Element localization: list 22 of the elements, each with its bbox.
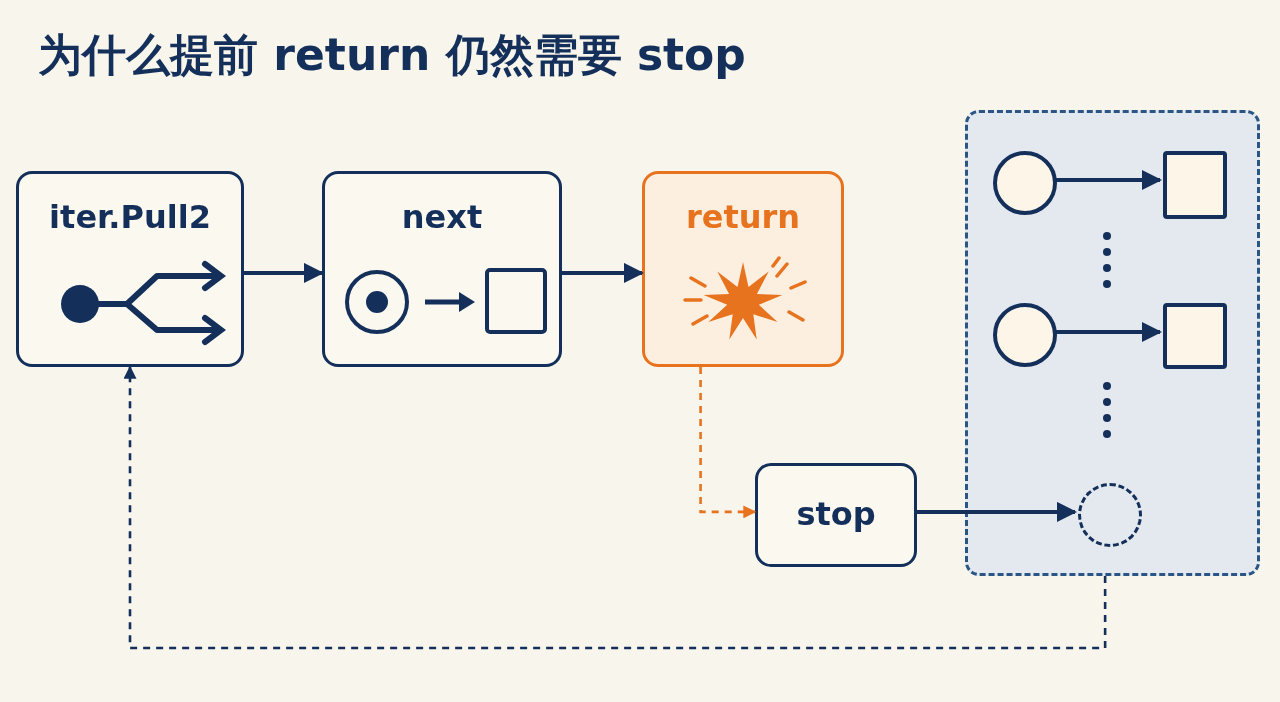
process-box: [755, 463, 917, 567]
circle-node: [993, 303, 1057, 367]
arrow: [1054, 170, 1162, 190]
dashed-panel: [965, 110, 1260, 576]
arrow: [917, 501, 1077, 522]
dashed-arrow: [699, 367, 757, 519]
title: 为什么提前 return 仍然需要 stop: [38, 28, 746, 82]
dashed-circle: [1078, 483, 1142, 547]
node-label: iter.Pull2: [48, 198, 212, 236]
arrow: [562, 262, 644, 283]
circle-node: [993, 151, 1057, 215]
node-label: next: [400, 198, 484, 236]
square-node: [1163, 151, 1227, 219]
dashed-arrow: [123, 365, 1107, 650]
process-box: [16, 171, 244, 367]
node-label: stop: [795, 495, 877, 533]
process-box: [322, 171, 562, 367]
square-node: [1163, 303, 1227, 369]
arrow: [1054, 322, 1162, 342]
return-box: [642, 171, 844, 367]
arrow: [244, 262, 324, 283]
node-label: return: [684, 198, 802, 236]
